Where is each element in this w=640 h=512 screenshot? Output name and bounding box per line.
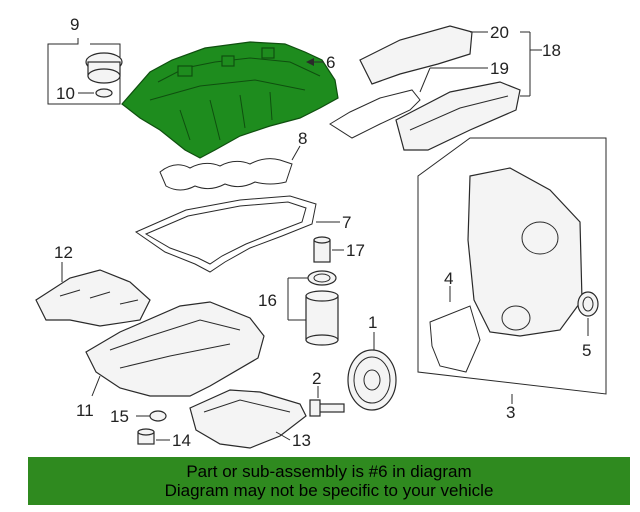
callout-3[interactable]: 3 <box>506 403 515 422</box>
part-13-oil-pan-lower[interactable]: 13 <box>189 389 311 450</box>
callout-13[interactable]: 13 <box>292 431 311 450</box>
callout-2[interactable]: 2 <box>312 369 321 388</box>
part-9-oil-filler-cap-group[interactable]: 9 10 <box>47 15 123 105</box>
callout-14[interactable]: 14 <box>172 431 191 450</box>
banner-line-2: Diagram may not be specific to your vehi… <box>164 481 494 500</box>
callout-8[interactable]: 8 <box>298 129 307 148</box>
part-2-bolt[interactable]: 2 <box>309 369 345 417</box>
callout-11[interactable]: 11 <box>76 401 94 420</box>
callout-4[interactable]: 4 <box>444 269 453 288</box>
part-10-seal <box>95 88 113 98</box>
part-3-timing-cover-group[interactable]: 3 <box>417 137 607 422</box>
part-16-oil-filter[interactable]: 16 <box>258 270 339 346</box>
part-15-seal[interactable]: 15 <box>110 407 167 426</box>
part-6-valve-cover[interactable]: 6 <box>121 41 339 159</box>
part-7-gasket[interactable]: 7 <box>134 195 351 273</box>
callout-15[interactable]: 15 <box>110 407 129 426</box>
banner-line-1: Part or sub-assembly is #6 in diagram <box>186 462 472 481</box>
callout-17[interactable]: 17 <box>346 241 365 260</box>
callout-16[interactable]: 16 <box>258 291 277 310</box>
callout-7[interactable]: 7 <box>342 213 351 232</box>
parts-diagram: 9 10 6 8 7 17 <box>35 15 607 450</box>
callout-12[interactable]: 12 <box>54 243 73 262</box>
callout-9[interactable]: 9 <box>70 15 79 34</box>
part-1-pulley[interactable]: 1 <box>347 313 397 411</box>
part-17-adapter[interactable]: 17 <box>313 236 365 263</box>
callout-10[interactable]: 10 <box>56 84 75 103</box>
part-14-drain-plug[interactable]: 14 <box>137 428 191 450</box>
callout-20[interactable]: 20 <box>490 23 509 42</box>
part-12-manifold[interactable]: 12 <box>35 243 151 327</box>
part-20-manifold-cover[interactable]: 20 <box>359 23 509 85</box>
part-5-seal[interactable]: 5 <box>577 291 599 360</box>
info-banner: Part or sub-assembly is #6 in diagram Di… <box>28 457 630 505</box>
part-19-gasket[interactable]: 19 <box>329 59 509 139</box>
part-4-gasket[interactable]: 4 <box>429 269 481 373</box>
part-11-oil-pan-upper[interactable]: 11 <box>76 301 265 420</box>
part-18-intake-manifold[interactable]: 18 <box>395 31 561 151</box>
callout-1[interactable]: 1 <box>368 313 377 332</box>
callout-18[interactable]: 18 <box>542 41 561 60</box>
callout-19[interactable]: 19 <box>490 59 509 78</box>
part-8-gasket[interactable]: 8 <box>159 129 307 191</box>
callout-6[interactable]: 6 <box>326 53 335 72</box>
callout-5[interactable]: 5 <box>582 341 591 360</box>
